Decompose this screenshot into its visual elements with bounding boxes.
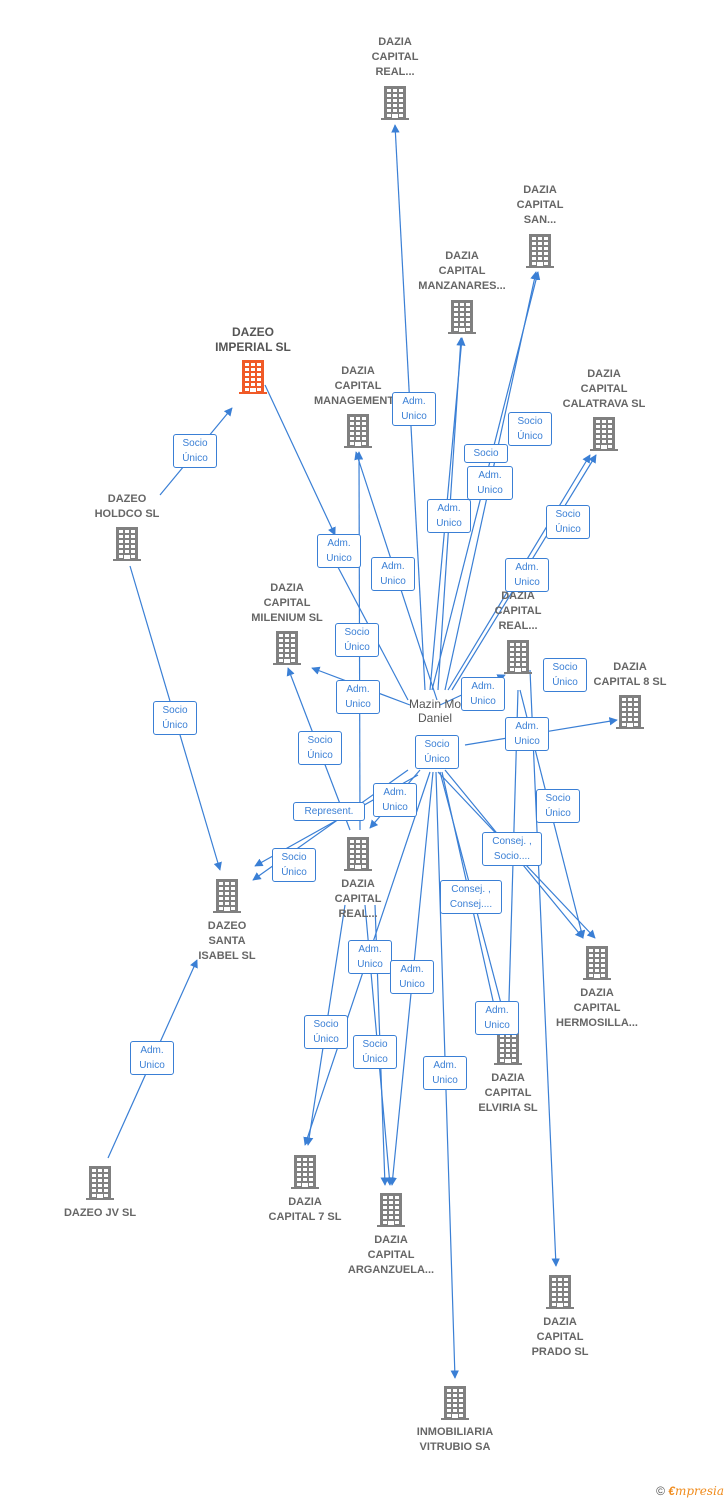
empresia-logo-e: € xyxy=(668,1484,675,1498)
building-icon[interactable] xyxy=(441,1386,469,1420)
relation-label[interactable]: Socio xyxy=(464,444,508,463)
building-icon[interactable] xyxy=(448,300,476,334)
company-label[interactable]: DAZIA CAPITAL MANAGEMENT... xyxy=(314,365,402,407)
building-icon[interactable] xyxy=(526,234,554,268)
building-icon[interactable] xyxy=(86,1166,114,1200)
building-icon[interactable] xyxy=(273,631,301,665)
company-label[interactable]: DAZIA CAPITAL 7 SL xyxy=(268,1196,342,1223)
building-icon[interactable] xyxy=(377,1193,405,1227)
relation-label[interactable]: Adm. Unico xyxy=(336,680,380,714)
relation-label[interactable]: Adm. Unico xyxy=(348,940,392,974)
company-label[interactable]: DAZEO JV SL xyxy=(63,1207,137,1219)
building-icon[interactable] xyxy=(213,879,241,913)
relation-label[interactable]: Socio Único xyxy=(415,735,459,769)
relation-label[interactable]: Adm. Unico xyxy=(461,677,505,711)
relation-label[interactable]: Adm. Unico xyxy=(390,960,434,994)
copyright-icon: © xyxy=(656,1484,665,1498)
edge-line xyxy=(264,384,336,536)
footer-brand: © €mpresia xyxy=(656,1484,724,1498)
company-label[interactable]: DAZEO SANTA ISABEL SL xyxy=(198,920,256,962)
building-icon[interactable] xyxy=(590,417,618,451)
edges-layer xyxy=(107,124,618,1379)
company-label[interactable]: DAZIA CAPITAL ELVIRIA SL xyxy=(478,1072,538,1114)
empresia-logo-text: mpresia xyxy=(674,1484,724,1498)
relation-label[interactable]: Adm. Unico xyxy=(371,557,415,591)
building-icon[interactable] xyxy=(113,527,141,561)
building-icon[interactable] xyxy=(546,1275,574,1309)
relation-label[interactable]: Socio Único xyxy=(298,731,342,765)
company-label[interactable]: DAZIA CAPITAL ARGANZUELA... xyxy=(347,1234,435,1276)
building-icon[interactable] xyxy=(381,86,409,120)
relation-label[interactable]: Adm. Unico xyxy=(392,392,436,426)
building-icon[interactable] xyxy=(291,1155,319,1189)
building-icon[interactable] xyxy=(504,640,532,674)
company-label[interactable]: DAZIA CAPITAL MANZANARES... xyxy=(418,250,506,292)
relation-label[interactable]: Represent. xyxy=(293,802,365,821)
relation-label[interactable]: Socio Único xyxy=(546,505,590,539)
relation-label[interactable]: Socio Único xyxy=(508,412,552,446)
relation-label[interactable]: Socio Único xyxy=(153,701,197,735)
company-label[interactable]: DAZEO IMPERIAL SL xyxy=(215,325,291,354)
building-icon[interactable] xyxy=(344,414,372,448)
relation-label[interactable]: Socio Único xyxy=(543,658,587,692)
company-label[interactable]: DAZIA CAPITAL REAL... xyxy=(371,36,419,78)
relation-label[interactable]: Adm. Unico xyxy=(505,717,549,751)
company-label[interactable]: DAZIA CAPITAL CALATRAVA SL xyxy=(562,368,646,410)
relation-label[interactable]: Consej. , Consej.... xyxy=(440,880,502,914)
building-icon[interactable] xyxy=(239,360,267,394)
company-label[interactable]: DAZIA CAPITAL REAL... xyxy=(334,878,382,920)
relation-label[interactable]: Consej. , Socio.... xyxy=(482,832,542,866)
company-label[interactable]: DAZIA CAPITAL PRADO SL xyxy=(531,1316,589,1358)
building-icon[interactable] xyxy=(616,695,644,729)
company-label[interactable]: INMOBILIARIA VITRUBIO SA xyxy=(416,1426,494,1453)
building-icon[interactable] xyxy=(583,946,611,980)
company-label[interactable]: DAZIA CAPITAL 8 SL xyxy=(593,661,667,688)
building-icon[interactable] xyxy=(344,837,372,871)
edge-line xyxy=(529,669,560,1267)
relation-label[interactable]: Socio Único xyxy=(353,1035,397,1069)
building-icon[interactable] xyxy=(494,1031,522,1065)
relation-label[interactable]: Adm. Unico xyxy=(373,783,417,817)
relation-label[interactable]: Adm. Unico xyxy=(427,499,471,533)
company-label[interactable]: DAZIA CAPITAL REAL... xyxy=(494,590,542,632)
company-label[interactable]: DAZIA CAPITAL MILENIUM SL xyxy=(251,582,323,624)
center-person-label: Mazin Mo Daniel xyxy=(408,697,461,725)
relation-label[interactable]: Adm. Unico xyxy=(475,1001,519,1035)
company-label[interactable]: DAZIA CAPITAL SAN... xyxy=(516,184,564,226)
relation-label[interactable]: Socio Único xyxy=(173,434,217,468)
company-label[interactable]: DAZEO HOLDCO SL xyxy=(94,493,160,520)
relation-label[interactable]: Adm. Unico xyxy=(467,466,513,500)
relation-label[interactable]: Adm. Unico xyxy=(423,1056,467,1090)
relation-label[interactable]: Socio Único xyxy=(536,789,580,823)
relation-label[interactable]: Adm. Unico xyxy=(317,534,361,568)
relation-label[interactable]: Socio Único xyxy=(304,1015,348,1049)
relation-label[interactable]: Socio Único xyxy=(335,623,379,657)
relation-label[interactable]: Adm. Unico xyxy=(130,1041,174,1075)
relation-label[interactable]: Adm. Unico xyxy=(505,558,549,592)
company-label[interactable]: DAZIA CAPITAL HERMOSILLA... xyxy=(556,987,638,1029)
relation-label[interactable]: Socio Único xyxy=(272,848,316,882)
